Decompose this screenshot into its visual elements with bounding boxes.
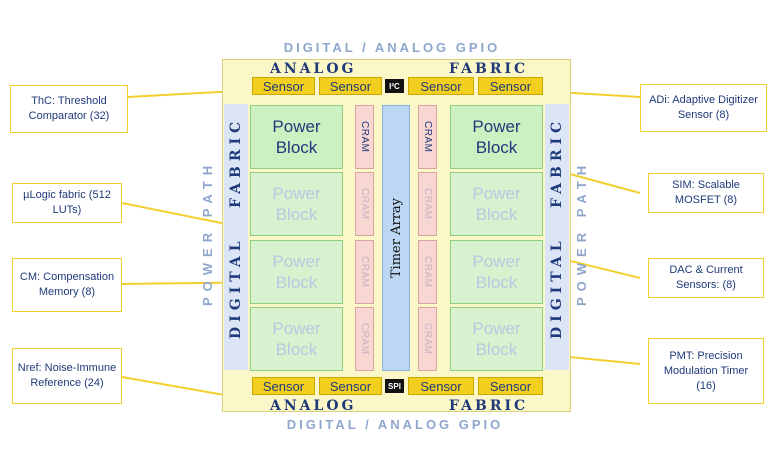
digital-fabric-right bbox=[545, 104, 569, 370]
cram-right-2: CRAM bbox=[418, 172, 437, 236]
cram-label: CRAM bbox=[359, 323, 370, 355]
leader-ulogic bbox=[121, 202, 237, 227]
gpio-label-bottom: DIGITAL / ANALOG GPIO bbox=[286, 417, 504, 432]
gpio-label-top: DIGITAL / ANALOG GPIO bbox=[283, 40, 501, 55]
sensor-bottom-1: Sensor bbox=[252, 377, 315, 395]
power-path-label-left: POWER PATH bbox=[200, 159, 215, 307]
sensor-top-3: Sensor bbox=[408, 77, 474, 95]
callout-dac: DAC & Current Sensors: (8) bbox=[648, 258, 764, 298]
cram-left-1: CRAM bbox=[355, 105, 374, 169]
sensor-bottom-3: Sensor bbox=[408, 377, 474, 395]
timer-array: Timer Array bbox=[382, 105, 410, 371]
power-block-left-1: Power Block bbox=[250, 105, 343, 169]
spi-bus-badge: SPI bbox=[385, 379, 404, 393]
digital-fabric-left bbox=[224, 104, 248, 370]
digital-label-right: DIGITAL bbox=[549, 236, 565, 340]
callout-pmt: PMT: Precision Modulation Timer (16) bbox=[648, 338, 764, 404]
timer-array-label: Timer Array bbox=[388, 197, 404, 279]
cram-label: CRAM bbox=[422, 188, 433, 220]
cram-label: CRAM bbox=[422, 121, 433, 153]
fabric-label-right: FABRIC bbox=[549, 116, 565, 208]
power-block-right-3: Power Block bbox=[450, 240, 543, 304]
fabric-label-left: FABRIC bbox=[228, 116, 244, 208]
power-block-left-2: Power Block bbox=[250, 172, 343, 236]
fabric-label-bottom: FABRIC bbox=[449, 398, 529, 414]
callout-sim: SIM: Scalable MOSFET (8) bbox=[648, 173, 764, 213]
cram-label: CRAM bbox=[422, 256, 433, 288]
callout-thc: ThC: Threshold Comparator (32) bbox=[10, 85, 128, 133]
sensor-top-2: Sensor bbox=[319, 77, 382, 95]
cram-left-2: CRAM bbox=[355, 172, 374, 236]
analog-label-top: ANALOG bbox=[270, 61, 357, 77]
cram-left-4: CRAM bbox=[355, 307, 374, 371]
power-path-label-right: POWER PATH bbox=[574, 159, 589, 307]
sensor-top-1: Sensor bbox=[252, 77, 315, 95]
leader-nref bbox=[121, 376, 237, 398]
cram-right-3: CRAM bbox=[418, 240, 437, 304]
callout-nref: Nref: Noise-Immune Reference (24) bbox=[12, 348, 122, 404]
cram-right-1: CRAM bbox=[418, 105, 437, 169]
sensor-bottom-2: Sensor bbox=[319, 377, 382, 395]
callout-ulogic: µLogic fabric (512 LUTs) bbox=[12, 183, 122, 223]
cram-left-3: CRAM bbox=[355, 240, 374, 304]
digital-label-left: DIGITAL bbox=[228, 236, 244, 340]
analog-label-bottom: ANALOG bbox=[270, 398, 357, 414]
i2c-bus-badge: I²C bbox=[385, 79, 404, 93]
cram-label: CRAM bbox=[359, 256, 370, 288]
callout-adi: ADi: Adaptive Digitizer Sensor (8) bbox=[640, 84, 767, 132]
fabric-label-top: FABRIC bbox=[449, 61, 529, 77]
power-block-left-4: Power Block bbox=[250, 307, 343, 371]
cram-label: CRAM bbox=[359, 121, 370, 153]
sensor-top-4: Sensor bbox=[478, 77, 543, 95]
power-block-right-1: Power Block bbox=[450, 105, 543, 169]
power-block-right-2: Power Block bbox=[450, 172, 543, 236]
cram-label: CRAM bbox=[359, 188, 370, 220]
power-block-left-3: Power Block bbox=[250, 240, 343, 304]
cram-right-4: CRAM bbox=[418, 307, 437, 371]
sensor-bottom-4: Sensor bbox=[478, 377, 543, 395]
power-block-right-4: Power Block bbox=[450, 307, 543, 371]
callout-cm: CM: Compensation Memory (8) bbox=[12, 258, 122, 312]
cram-label: CRAM bbox=[422, 323, 433, 355]
